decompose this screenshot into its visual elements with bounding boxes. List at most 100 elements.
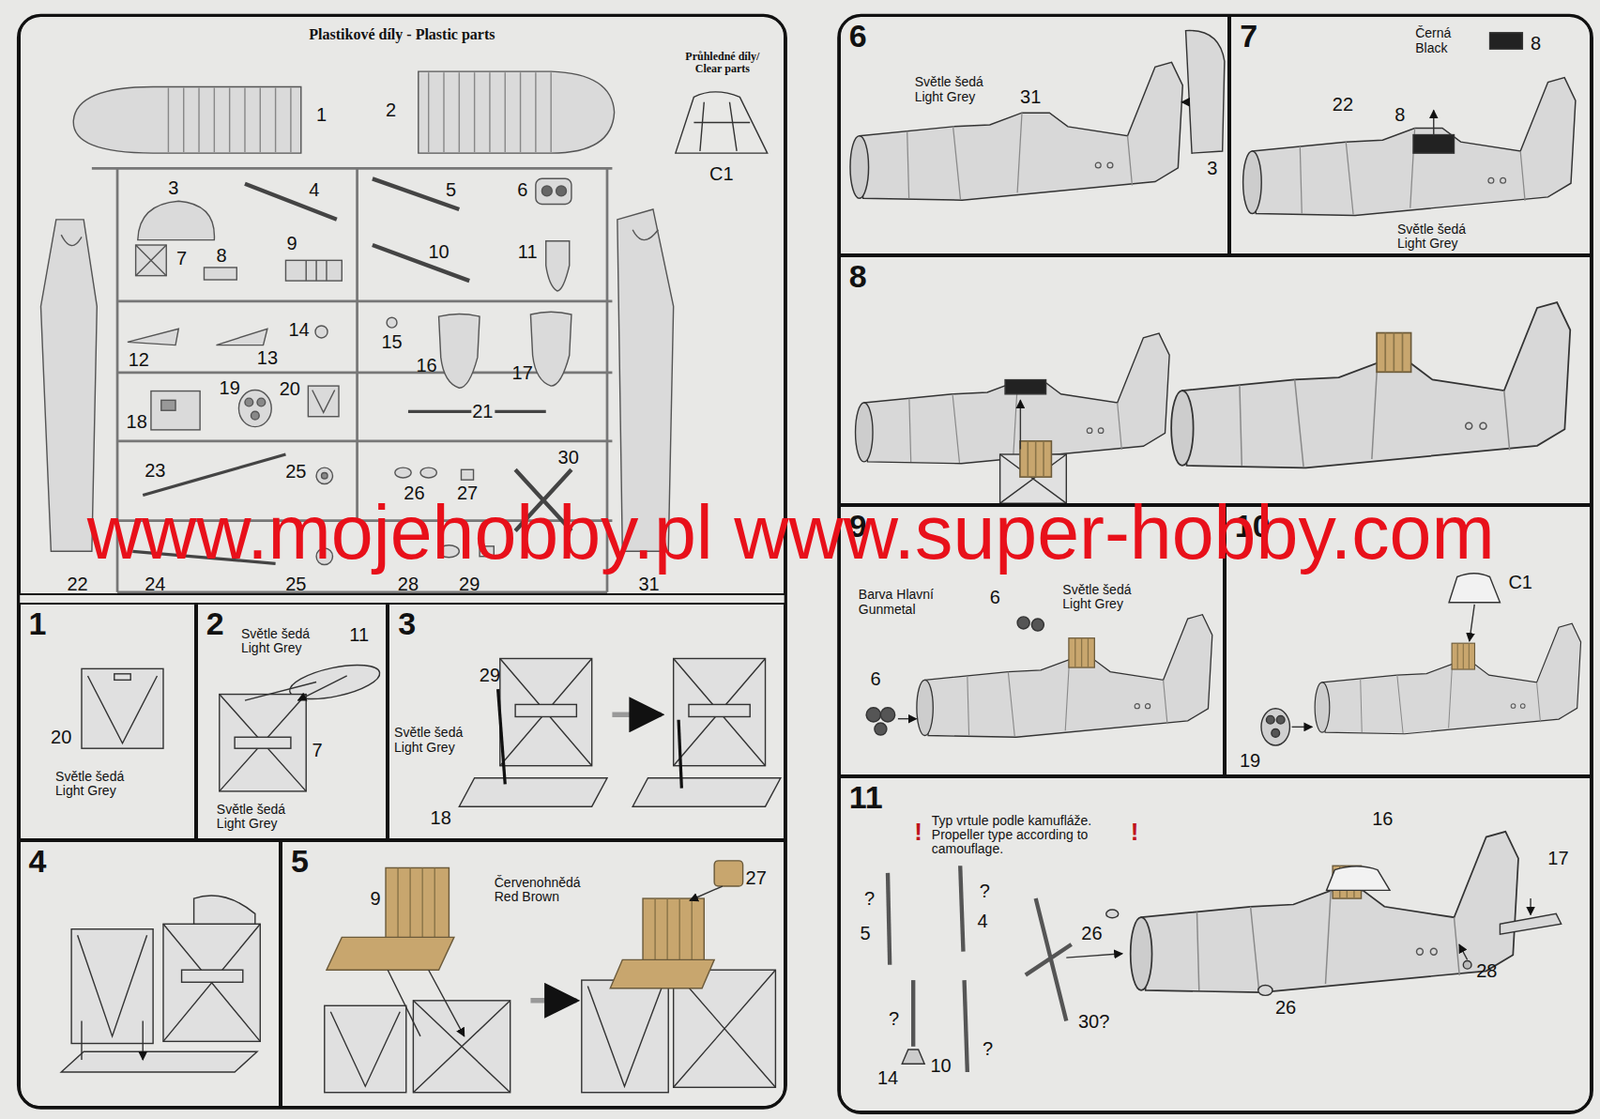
callout-number: 1 [316,104,327,125]
callout-number: C1 [709,163,734,184]
step-9-art-shape [874,722,887,735]
step-number: 2 [198,604,225,640]
paint-note: Světle šedá Light Grey [216,802,306,832]
step-6-art-shape [1186,30,1225,153]
callout-number: 5 [445,179,457,200]
step-7-art-shape [1243,77,1576,216]
step-10-art-shape [1292,726,1313,728]
callout-number: 9 [370,887,381,909]
callout-number: 13 [257,347,278,368]
sprue-shape [136,244,168,276]
step-6-art-shape [850,61,1183,200]
sprue-shape [386,317,397,328]
callout-number: 15 [380,331,402,352]
step-11-art-shape [1459,944,1468,960]
step-9-art-shape [1068,638,1095,668]
step-2-art-shape [244,675,348,701]
step-panel: 6 [838,15,1230,256]
clear-parts-note: Průhledné díly/ Clear parts [685,50,761,76]
callout-number: 8 [1530,32,1541,54]
step-10-art-shape [1451,642,1475,670]
sprue-shape [238,389,272,427]
step-10-art [1261,573,1582,746]
sprue-shape [530,311,571,386]
step-11-art-shape [1106,909,1119,918]
step-8-art-shape [855,333,1171,464]
callout-number: 7 [176,247,187,269]
callout-number: 17 [512,362,534,383]
step-4-art-shape [77,934,148,1037]
warning-mark: ! [1130,818,1140,846]
paint-note: Světle šedá Light Grey [914,75,1005,105]
step-4-art-shape [81,1020,143,1060]
step-5-art-shape [330,1011,400,1086]
step-3-art-shape [500,657,593,765]
step-8-art-shape [1005,380,1046,395]
step-3-art-shape [688,703,750,717]
sprue-shape [546,241,570,291]
callout-number: 18 [126,411,148,432]
step-5-art-shape [387,969,465,1037]
sprue-shape [161,399,176,411]
step-3-art-shape [498,688,506,784]
step-11-art-shape [960,865,963,951]
step-4-art [60,895,260,1072]
step-9-art-shape [866,707,881,722]
step-panel: 4 [18,839,281,1108]
step-8-art-shape [1376,333,1412,373]
callout-number: 21 [472,400,493,422]
canopy-clear-part-shape [693,102,750,152]
step-5-art-shape [609,959,715,988]
step-5-art-shape [324,1005,407,1092]
sprue-shape [439,313,480,388]
callout-number: 20 [279,378,301,399]
step-10-art-shape [1448,573,1500,603]
step-number: 5 [282,841,309,877]
step-7-art-shape [1432,109,1434,135]
step-5-art-shape [655,898,692,963]
step-1-art-shape [88,675,158,744]
step-5-art-shape [412,1000,510,1093]
step-number: 11 [840,777,884,813]
callout-number: 4 [977,910,989,931]
step-8-art [855,302,1571,503]
callout-number: 29 [479,664,501,686]
callout-number: 30? [1078,1010,1110,1032]
callout-number: 25 [285,460,306,482]
step-3-art [458,657,781,807]
step-number: 6 [840,16,868,52]
step-4-art-shape [163,923,260,1041]
callout-number: 16 [1371,807,1393,829]
callout-number: 11 [349,624,369,645]
step-1-art-shape [81,668,164,748]
callout-number: 26 [1081,922,1102,944]
step-8-art-shape [1171,302,1570,468]
step-panel: 3 [387,602,786,840]
step-7-art-shape [1413,135,1454,154]
callout-number: 6 [517,179,528,200]
step-3-art-shape [673,657,766,765]
step-10-art-shape [1469,604,1475,641]
sprue-shape [321,472,329,480]
callout-number: 28 [1476,960,1497,981]
step-5-art-shape [385,867,449,939]
step-4-art-shape [71,929,153,1044]
sprue-shape [460,469,473,480]
step-10-art-shape [1314,623,1581,733]
step-5-art [324,860,777,1093]
step-3-art-shape [632,777,781,807]
callout-number: 20 [50,726,72,747]
step-6-art [850,30,1225,200]
step-5-art-shape [689,885,723,900]
callout-number: 6 [869,668,881,689]
sprue-shape [244,178,470,281]
step-11-art-shape [887,872,890,965]
canopy-clear-part [675,91,768,153]
paint-note: Světle šedá Light Grey [55,769,145,799]
step-9-art-shape [898,717,917,719]
sprue-shape [151,391,200,430]
sprue-shape [305,259,327,281]
callout-number: 12 [128,349,150,370]
callout-number: 14 [288,319,309,340]
warning-mark: ! [914,818,923,846]
